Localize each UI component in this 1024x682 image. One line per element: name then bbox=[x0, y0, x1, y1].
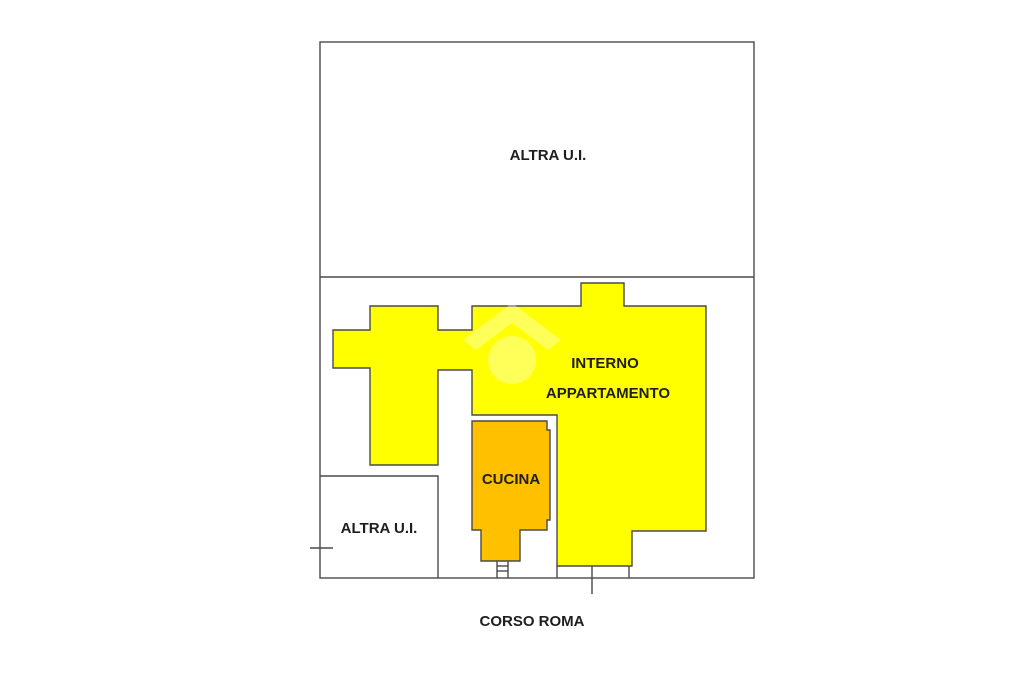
watermark-logo bbox=[463, 303, 561, 384]
building-outline bbox=[319, 41, 755, 579]
label-street: CORSO ROMA bbox=[480, 613, 585, 630]
label-other-unit-top: ALTRA U.I. bbox=[510, 147, 587, 164]
label-apartment-line2: APPARTAMENTO bbox=[546, 385, 671, 402]
label-kitchen: CUCINA bbox=[482, 471, 540, 488]
label-other-unit-bottom: ALTRA U.I. bbox=[341, 520, 418, 537]
street-openings bbox=[496, 561, 630, 594]
label-apartment-line1: INTERNO bbox=[571, 355, 639, 372]
lower-unit-outline bbox=[320, 475, 439, 578]
apartment-area bbox=[332, 282, 707, 567]
kitchen-area bbox=[471, 420, 551, 562]
watermark-circle bbox=[488, 336, 536, 384]
watermark-roof bbox=[463, 303, 561, 350]
